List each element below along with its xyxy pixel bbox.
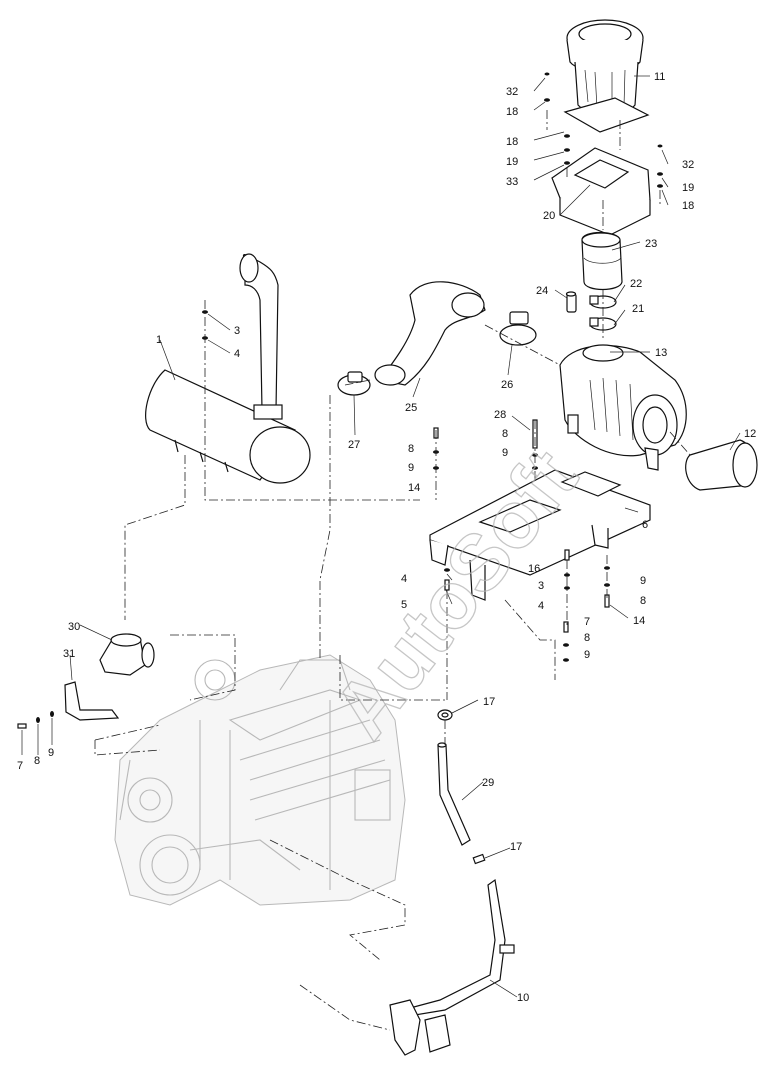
callout-7: 7 bbox=[17, 760, 23, 772]
callout-9: 9 bbox=[502, 447, 508, 459]
mounting-bracket bbox=[551, 147, 651, 236]
dust-valve bbox=[685, 439, 758, 491]
callout-8: 8 bbox=[34, 755, 40, 767]
support-frame bbox=[429, 469, 651, 601]
hose-clip-17b bbox=[472, 853, 486, 865]
callout-23: 23 bbox=[645, 238, 657, 250]
callout-27: 27 bbox=[348, 439, 360, 451]
callout-9: 9 bbox=[640, 575, 646, 587]
callout-4: 4 bbox=[234, 348, 240, 360]
callout-4: 4 bbox=[401, 573, 407, 585]
callout-20: 20 bbox=[543, 210, 555, 222]
callout-16: 16 bbox=[528, 563, 540, 575]
exhaust-elbow bbox=[99, 633, 155, 676]
callout-8: 8 bbox=[502, 428, 508, 440]
callout-33: 33 bbox=[506, 176, 518, 188]
callout-31: 31 bbox=[63, 648, 75, 660]
callout-25: 25 bbox=[405, 402, 417, 414]
callout-3: 3 bbox=[234, 325, 240, 337]
restriction-indicator bbox=[565, 291, 577, 313]
precleaner bbox=[563, 19, 650, 133]
callout-5: 5 bbox=[401, 599, 407, 611]
callout-21: 21 bbox=[632, 303, 644, 315]
exhaust-bracket bbox=[64, 681, 120, 721]
callout-14: 8 bbox=[408, 443, 414, 455]
callout-14: 14 bbox=[633, 615, 645, 627]
callout-9: 14 bbox=[408, 482, 420, 494]
callout-32: 32 bbox=[682, 159, 694, 171]
callout-18: 18 bbox=[506, 136, 518, 148]
muffler bbox=[145, 253, 311, 484]
assembly-lines bbox=[94, 110, 691, 1031]
callout-11: 11 bbox=[654, 71, 665, 83]
callout-17: 17 bbox=[510, 841, 522, 853]
callout-22: 22 bbox=[630, 278, 642, 290]
callout-19: 19 bbox=[506, 156, 518, 168]
callout-10: 10 bbox=[517, 992, 529, 1004]
air-cleaner bbox=[559, 344, 687, 471]
callout-7: 7 bbox=[584, 616, 590, 628]
callout-18: 18 bbox=[682, 200, 694, 212]
rubber-hose bbox=[581, 231, 623, 291]
watermark-text: AutoSoft bbox=[316, 433, 594, 754]
callout-8: 8 bbox=[640, 595, 646, 607]
callout-9: 9 bbox=[48, 747, 54, 759]
callout-28: 28 bbox=[494, 409, 506, 421]
callout-3: 3 bbox=[538, 580, 544, 592]
callout-6: 6 bbox=[642, 519, 648, 531]
hose-clamp-26 bbox=[499, 311, 537, 346]
intake-elbow bbox=[374, 281, 486, 386]
callout-labels: 11 32 18 18 19 33 32 19 18 20 23 22 24 2… bbox=[17, 71, 756, 1004]
callout-1: 1 bbox=[156, 334, 162, 346]
callout-12: 12 bbox=[744, 428, 756, 440]
callout-13: 13 bbox=[655, 347, 667, 359]
callout-8: 8 bbox=[584, 632, 590, 644]
drain-hose bbox=[437, 742, 471, 846]
callout-9: 9 bbox=[584, 649, 590, 661]
callout-29: 29 bbox=[482, 777, 494, 789]
callout-8: 9 bbox=[408, 462, 414, 474]
callout-32: 32 bbox=[506, 86, 518, 98]
callout-19: 19 bbox=[682, 182, 694, 194]
callout-17: 17 bbox=[483, 696, 495, 708]
callout-4: 4 bbox=[538, 600, 544, 612]
leader-lines bbox=[21, 75, 741, 998]
callout-30: 30 bbox=[68, 621, 80, 633]
water-pipe bbox=[389, 878, 515, 1056]
hose-clamp-27 bbox=[337, 371, 371, 396]
callout-26: 26 bbox=[501, 379, 513, 391]
callout-24: 24 bbox=[536, 285, 548, 297]
hose-clip-17a bbox=[437, 709, 453, 721]
callout-18: 18 bbox=[506, 106, 518, 118]
